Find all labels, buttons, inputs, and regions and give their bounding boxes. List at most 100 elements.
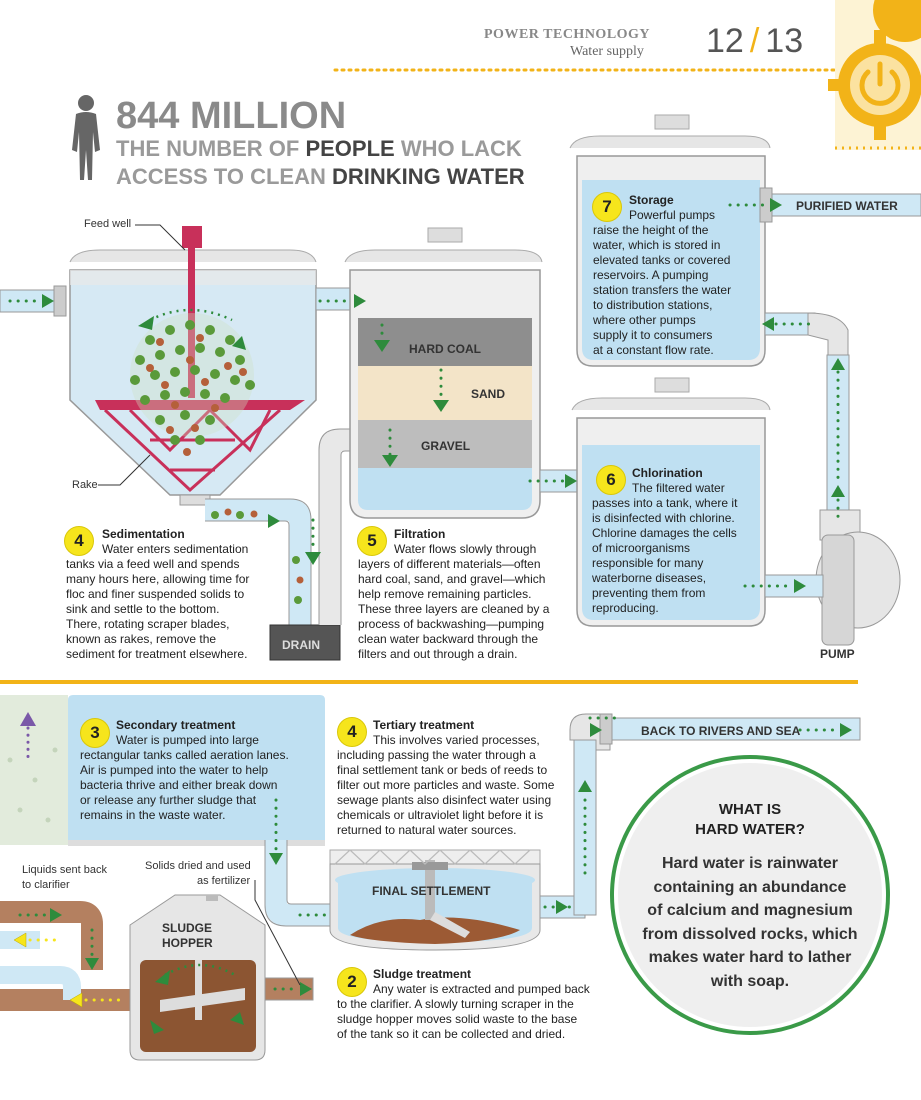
caption-line: rectangular tanks called aeration lanes. [80, 748, 289, 762]
hard-water-line: with soap. [710, 972, 790, 990]
caption-line: process of backwashing—pumping [358, 617, 545, 631]
caption-line: filter out more particles and waste. Som… [337, 778, 555, 792]
hard-water-title-2: HARD WATER? [695, 821, 805, 838]
sludge-hopper-label-2: HOPPER [162, 936, 213, 950]
tertiary-treatment-title: Tertiary treatment [373, 718, 475, 732]
caption-line: This involves varied processes, [373, 733, 540, 747]
stat-line-2-bold: DRINKING WATER [331, 164, 525, 189]
caption-line: known as rakes, remove the [66, 632, 217, 646]
final-settlement-label: FINAL SETTLEMENT [372, 884, 491, 898]
section-title: POWER TECHNOLOGY [484, 27, 651, 42]
caption-line: water, which is stored in [593, 238, 721, 252]
section-subtitle: Water supply [570, 44, 644, 59]
step-3-badge: 3 [80, 718, 110, 748]
caption-line: filters and out through a drain. [358, 647, 518, 661]
gravel-label: GRAVEL [421, 439, 471, 453]
step-4-badge: 4 [64, 526, 94, 556]
caption-line: is disinfected with chlorine. [592, 511, 735, 525]
hard-water-title-1: WHAT IS [718, 801, 782, 818]
caption-line: returned to natural water sources. [337, 823, 517, 837]
rake-label: Rake [72, 479, 98, 491]
caption-line: These three layers are cleaned by a [358, 602, 550, 616]
caption-line: sewage plants also disinfect water using [337, 793, 552, 807]
caption-line: including passing the water through a [337, 748, 536, 762]
chlorination-title: Chlorination [632, 466, 703, 480]
page-numbers: 12/13 [706, 22, 803, 61]
stat-line-2-pre: ACCESS TO CLEAN [116, 164, 332, 189]
back-to-rivers-label: BACK TO RIVERS AND SEA [641, 724, 801, 738]
stat-line-1-post: WHO LACK [394, 136, 522, 161]
caption-line: sink and settle to the bottom. [66, 602, 220, 616]
secondary-treatment-caption: Secondary treatment Water is pumped into… [80, 718, 320, 823]
caption-line: of microorganisms [592, 541, 691, 555]
stat-line-1: THE NUMBER OF PEOPLE WHO LACK [116, 136, 522, 162]
caption-line: where other pumps [593, 313, 696, 327]
page-left: 12 [706, 22, 744, 60]
sludge-hopper-label-1: SLUDGE [162, 921, 213, 935]
caption-line: Any water is extracted and pumped back [373, 982, 590, 996]
page-right: 13 [765, 22, 804, 60]
caption-line: waterborne diseases, [592, 571, 707, 585]
sedimentation-tank [69, 226, 317, 506]
stat-number: 844 MILLION [116, 95, 347, 137]
caption-line: station transfers the water [593, 283, 732, 297]
solids-label-1: Solids dried and used [145, 860, 251, 872]
stat-line-1-pre: THE NUMBER OF [116, 136, 306, 161]
purified-water-label: PURIFIED WATER [796, 199, 898, 213]
stat-line-1-bold: PEOPLE [305, 136, 395, 161]
page-separator: / [749, 22, 760, 60]
tertiary-treatment-caption: Tertiary treatment This involves varied … [337, 718, 572, 838]
chlorination-caption: Chlorination The filtered water passes i… [592, 466, 767, 616]
sand-label: SAND [471, 387, 506, 401]
hard-water-line: Hard water is rainwater [661, 855, 839, 872]
pump-unit [764, 509, 901, 646]
caption-line: help remove remaining particles. [358, 587, 532, 601]
caption-line: raise the height of the [593, 223, 709, 237]
storage-tank [569, 114, 771, 367]
caption-line: responsible for many [592, 556, 704, 570]
caption-line: tanks via a feed well and spends [66, 557, 240, 571]
caption-line: Water flows slowly through [394, 542, 537, 556]
caption-line: Powerful pumps [629, 208, 716, 222]
caption-line: sludge hopper moves solid waste to the b… [337, 1012, 578, 1026]
drain-label: DRAIN [282, 638, 320, 652]
caption-line: to distribution stations, [593, 298, 713, 312]
caption-line: The filtered water [632, 481, 725, 495]
caption-line: Water is pumped into large [116, 733, 259, 747]
caption-line: of the tank so it can be collected and d… [337, 1027, 566, 1041]
storage-title: Storage [629, 193, 674, 207]
liquids-label-1: Liquids sent back [22, 864, 107, 876]
caption-line: clean water backward through the [358, 632, 539, 646]
feed-well-label: Feed well [84, 218, 132, 230]
filtration-tank [344, 227, 543, 519]
sludge-hopper [129, 894, 266, 1061]
hard-water-line: of calcium and magnesium [647, 902, 853, 919]
secondary-treatment-title: Secondary treatment [116, 718, 236, 732]
solids-label-2: as fertilizer [197, 875, 251, 887]
filtration-caption: Filtration Water flows slowly through la… [358, 527, 573, 662]
caption-line: elevated tanks or covered [593, 253, 731, 267]
caption-line: floc and finer suspended solids to [66, 587, 245, 601]
final-settlement-tank [329, 849, 541, 951]
step-5-badge: 5 [357, 526, 387, 556]
hard-water-line: makes water hard to lather [648, 949, 852, 966]
sedimentation-caption: Sedimentation Water enters sedimentation… [66, 527, 276, 662]
pump-label: PUMP [820, 647, 855, 661]
sludge-treatment-caption: Sludge treatment Any water is extracted … [337, 967, 617, 1042]
sedimentation-title: Sedimentation [102, 527, 185, 541]
person-silhouette-icon [72, 95, 100, 180]
caption-line: or release any further sludge that [80, 793, 257, 807]
caption-line: Chlorine damages the cells [592, 526, 737, 540]
caption-line: Water enters sedimentation [102, 542, 249, 556]
caption-line: There, rotating scraper blades, [66, 617, 230, 631]
caption-line: sediment for treatment elsewhere. [66, 647, 248, 661]
caption-line: at a constant flow rate. [593, 343, 714, 357]
step-6-badge: 6 [596, 465, 626, 495]
step-4b-badge: 4 [337, 717, 367, 747]
hard-water-box: WHAT IS HARD WATER? Hard water is rainwa… [630, 800, 870, 993]
caption-line: passes into a tank, where it [592, 496, 738, 510]
step-7-badge: 7 [592, 192, 622, 222]
chlorination-tank [571, 377, 771, 627]
caption-line: supply it to consumers [593, 328, 713, 342]
